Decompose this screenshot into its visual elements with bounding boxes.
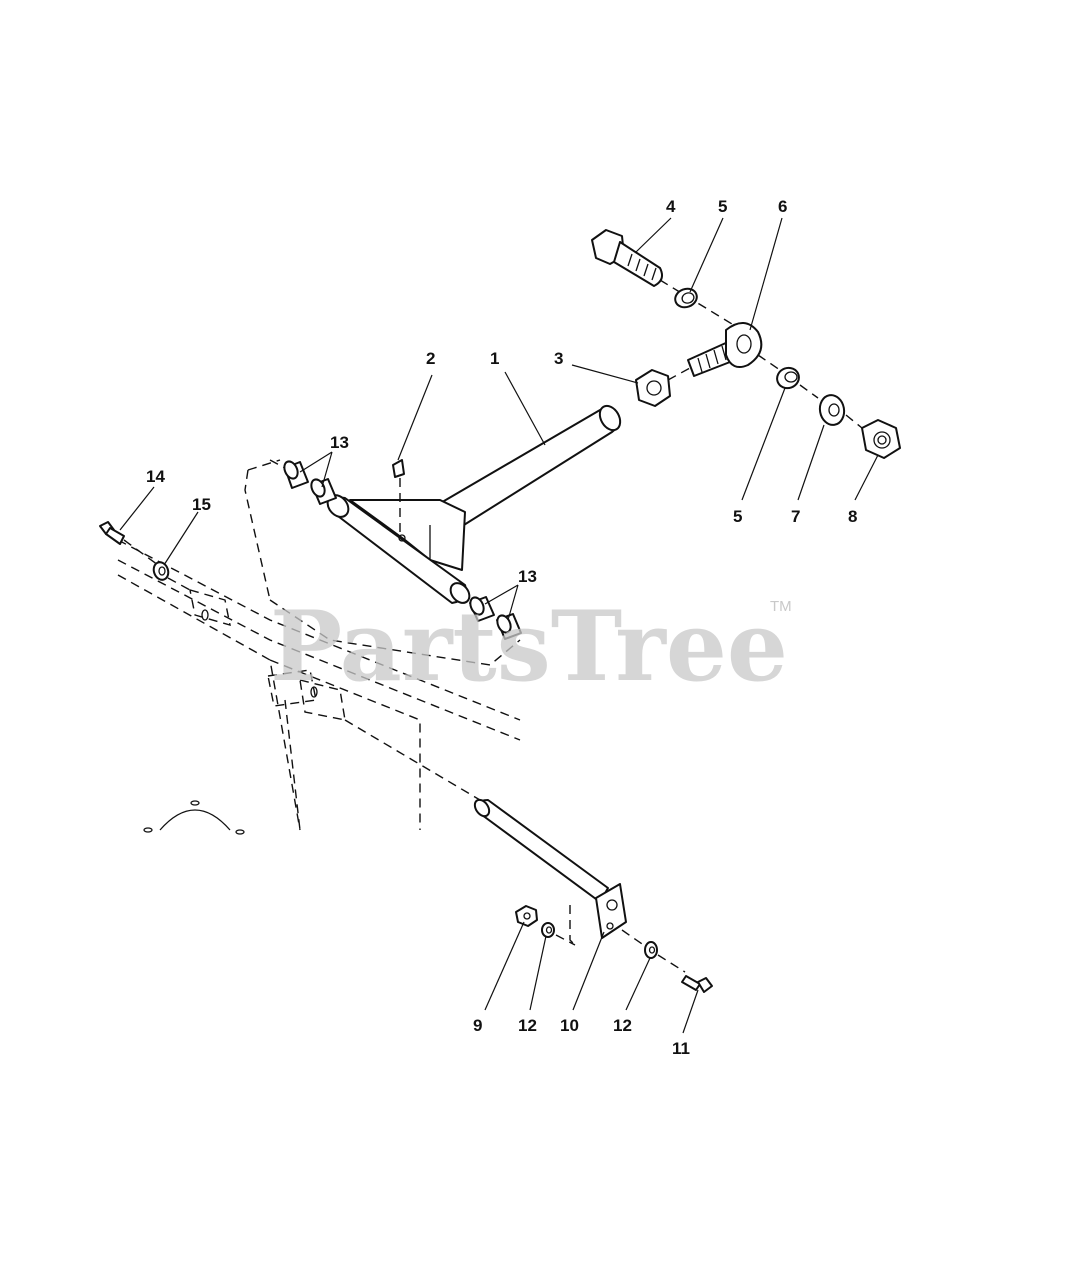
hex-bolt-part-4 xyxy=(591,229,751,336)
callout-10: 10 xyxy=(560,1016,579,1035)
leader-lines xyxy=(119,217,879,1034)
callout-15: 15 xyxy=(192,495,211,514)
rod-end-part-6 xyxy=(687,322,763,377)
bolt-part-11 xyxy=(681,975,713,993)
callout-1: 1 xyxy=(490,349,499,368)
bolt-part-14 xyxy=(99,521,159,566)
steering-arm-part-1 xyxy=(326,404,622,604)
spacer-part-5-upper xyxy=(674,287,698,309)
callout-9: 9 xyxy=(473,1016,482,1035)
callout-13-upper: 13 xyxy=(330,433,349,452)
grease-fitting-part-2 xyxy=(392,459,405,535)
hex-nut-part-3 xyxy=(635,367,691,407)
callout-12-right: 12 xyxy=(613,1016,632,1035)
callout-5-upper: 5 xyxy=(718,197,727,216)
washer-part-7 xyxy=(818,394,863,429)
callout-4: 4 xyxy=(666,197,676,216)
bushings-part-13-upper xyxy=(269,459,337,505)
pivot-pin-part-10 xyxy=(473,798,627,939)
callout-7: 7 xyxy=(791,507,800,526)
callout-13-lower: 13 xyxy=(518,567,537,586)
spacer-part-5-lower xyxy=(757,354,819,399)
callout-11: 11 xyxy=(672,1039,690,1058)
frame-cutout xyxy=(143,609,318,835)
callout-2: 2 xyxy=(426,349,435,368)
nut-part-9 xyxy=(515,905,538,927)
callout-8: 8 xyxy=(848,507,857,526)
washer-part-15 xyxy=(152,561,191,591)
bushings-part-13-lower xyxy=(469,596,522,640)
washer-part-12-left xyxy=(541,922,576,946)
callout-5-lower: 5 xyxy=(733,507,742,526)
washer-part-12-right xyxy=(621,929,686,973)
watermark-trademark: TM xyxy=(770,598,792,615)
callout-14: 14 xyxy=(146,467,165,486)
watermark-text: PartsTree xyxy=(270,590,788,703)
callout-3: 3 xyxy=(554,349,563,368)
lock-nut-part-8 xyxy=(861,419,901,459)
callout-labels: 1 2 3 4 5 6 5 7 8 13 13 14 15 9 12 10 12… xyxy=(146,197,857,1058)
callout-12-left: 12 xyxy=(518,1016,537,1035)
callout-6: 6 xyxy=(778,197,787,216)
frame-phantom xyxy=(117,459,576,946)
